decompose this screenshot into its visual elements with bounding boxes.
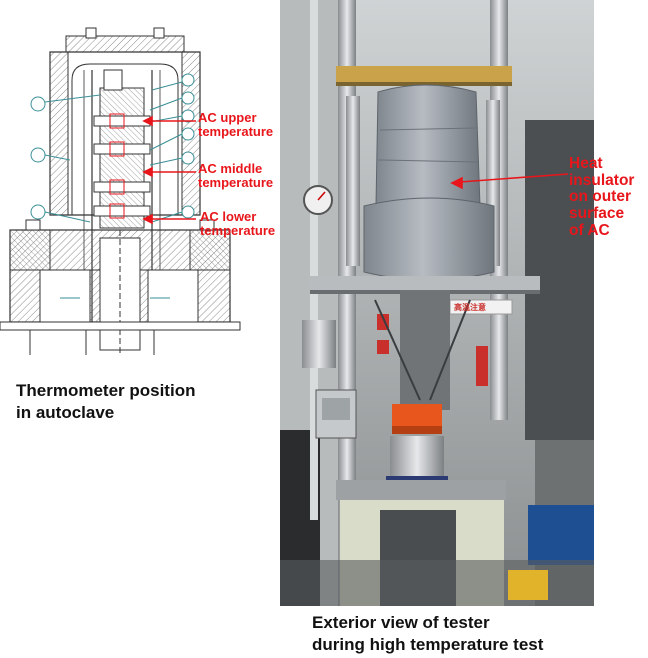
tester-exterior-caption: Exterior view of tester during high temp…: [312, 612, 632, 656]
high-temperature-warning-plate-text: 高温注意: [454, 303, 486, 312]
ac-middle-temperature-label: AC middle temperature: [198, 161, 274, 191]
ac-lower-temperature-label: AC lower temperature: [200, 209, 276, 239]
thermometer-position-caption: Thermometer position in autoclave: [16, 380, 256, 424]
heat-label-line-2: insulator: [569, 171, 635, 189]
heat-label-line-1: Heat: [569, 155, 603, 172]
thermometer-caption-line2: in autoclave: [16, 403, 115, 423]
tester-exterior-photo: [280, 0, 594, 606]
autoclave-cross-section-drawing: [0, 27, 241, 355]
heat-label-line-4: surface: [569, 205, 625, 223]
thermometer-caption-line1: Thermometer position: [16, 381, 196, 400]
heat-label-line-3: on outer: [569, 188, 631, 206]
ac-upper-temperature-label: AC upper temperature: [198, 110, 274, 140]
tester-caption-line2: during high temperature test: [312, 635, 544, 655]
tester-caption-line1: Exterior view of tester: [312, 613, 490, 632]
heat-insulator-label: Heat insulator on outer surface of AC: [569, 155, 648, 240]
heat-label-line-5: of AC: [569, 221, 610, 239]
